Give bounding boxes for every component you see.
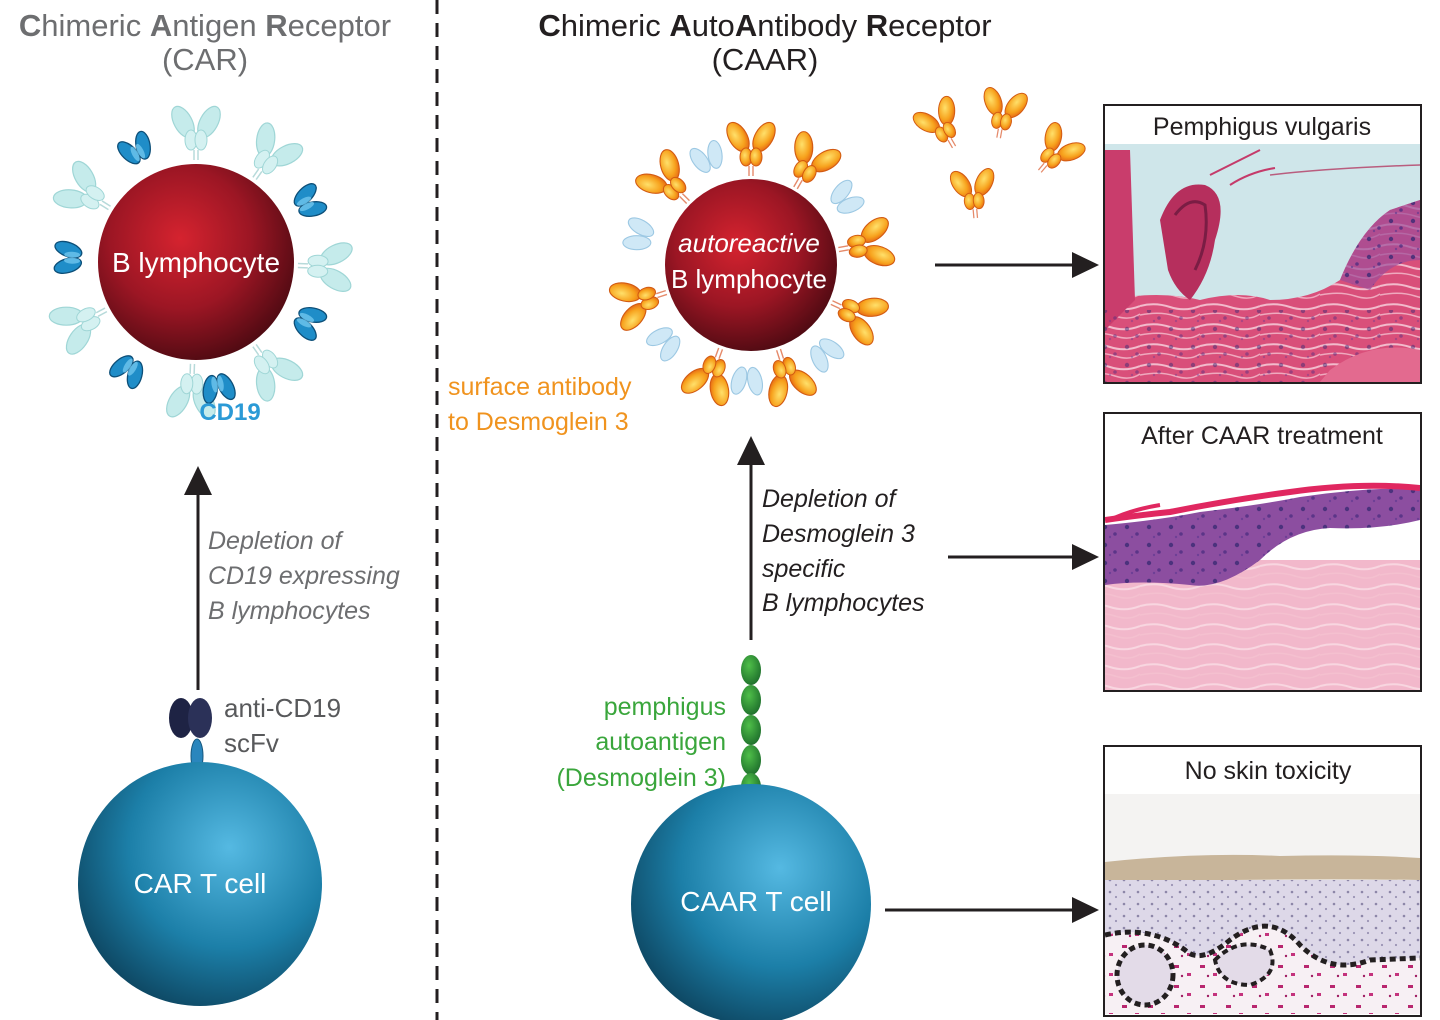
surface-antibody-line2: to Desmoglein 3 [448, 408, 629, 436]
car-arrow-head [184, 466, 212, 495]
free-antibody-1 [972, 82, 1034, 144]
caar-b-cell-line2: B lymphocyte [671, 264, 827, 294]
free-antibody-2 [1019, 114, 1094, 189]
caar-depletion-line4: B lymphocytes [762, 589, 925, 617]
car-title: Chimeric Antigen Receptor [19, 8, 391, 43]
caarAntibodies-antibody-11 [832, 210, 901, 279]
arrow-head-3 [1072, 897, 1099, 923]
caar-depletion-line1: Depletion of [762, 485, 898, 513]
antigen-line1: pemphigus [604, 693, 726, 721]
caarAntibodies-antibody-1 [684, 135, 731, 180]
car-t-cell-label: CAR T cell [134, 868, 267, 899]
caar-depletion-line2: Desmoglein 3 [762, 520, 915, 548]
arrow-head-1 [1072, 252, 1099, 278]
caar-title: Chimeric AutoAntibody Receptor [538, 8, 991, 43]
car-depletion-text: Depletion of CD19 expressing B lymphocyt… [208, 527, 400, 625]
carAntibodies-antibody-0 [166, 102, 226, 161]
panel-2-title: After CAAR treatment [1141, 422, 1383, 450]
car-b-lymphocyte [98, 164, 294, 360]
autoantigen-text: pemphigus autoantigen (Desmoglein 3) [556, 693, 726, 792]
panel-1-title: Pemphigus vulgaris [1153, 113, 1371, 141]
antigen-line3: (Desmoglein 3) [556, 764, 726, 792]
carAntibodies-antibody-3 [51, 237, 85, 278]
arrow-head-2 [1072, 544, 1099, 570]
panel-no-skin-toxicity: No skin toxicity [1103, 745, 1422, 1017]
car-receptor-line2: scFv [224, 728, 279, 758]
free-antibody-0 [905, 88, 978, 161]
caarAntibodies-antibody-0 [721, 117, 781, 177]
car-depletion-line2: CD19 expressing [208, 562, 400, 590]
antigen-line2: autoantigen [595, 728, 726, 756]
caar-title-abbr: (CAAR) [712, 42, 819, 77]
free-autoantibodies [905, 82, 1094, 221]
histology-image-2 [1105, 454, 1420, 690]
panel-pemphigus-vulgaris: Pemphigus vulgaris [1103, 104, 1422, 384]
cd19-label: CD19 [199, 399, 260, 426]
caarAntibodies-antibody-12 [822, 174, 870, 223]
carAntibodies-antibody-9 [285, 297, 333, 347]
panel-after-caar-treatment: After CAAR treatment [1103, 412, 1422, 692]
car-b-cell-label: B lymphocyte [112, 247, 280, 278]
caar-depletion-text: Depletion of Desmoglein 3 specific B lym… [762, 485, 925, 617]
panel-3-title: No skin toxicity [1185, 757, 1352, 785]
car-depletion-line1: Depletion of [208, 527, 344, 555]
caar-arrow-head [737, 436, 765, 465]
car-depletion-line3: B lymphocytes [208, 597, 371, 625]
caarAntibodies-antibody-3 [618, 212, 660, 258]
carAntibodies-antibody-11 [285, 177, 333, 227]
caar-t-cell-label: CAAR T cell [680, 886, 831, 917]
carAntibodies-antibody-10 [296, 235, 357, 298]
histology-image-3 [1105, 794, 1420, 1014]
car-title-abbr: (CAR) [162, 42, 248, 77]
car-t-cell [78, 762, 322, 1006]
car-receptor-line1: anti-CD19 [224, 693, 341, 723]
free-antibody-3 [944, 163, 1003, 221]
caar-depletion-line3: specific [762, 555, 846, 583]
caarAntibodies-antibody-4 [602, 264, 676, 339]
carAntibodies-antibody-1 [111, 125, 161, 173]
caarAntibodies-antibody-7 [727, 364, 767, 398]
caar-autoreactive-b-lymphocyte [665, 179, 837, 351]
carAntibodies-antibody-5 [103, 346, 154, 395]
surface-antibody-line1: surface antibody [448, 373, 632, 401]
caar-b-cell-line1: autoreactive [678, 228, 820, 258]
caar-t-cell [631, 784, 871, 1020]
histology-image-1 [1105, 144, 1420, 382]
caarAntibodies-antibody-9 [801, 329, 851, 379]
caarAntibodies-antibody-5 [640, 318, 690, 368]
